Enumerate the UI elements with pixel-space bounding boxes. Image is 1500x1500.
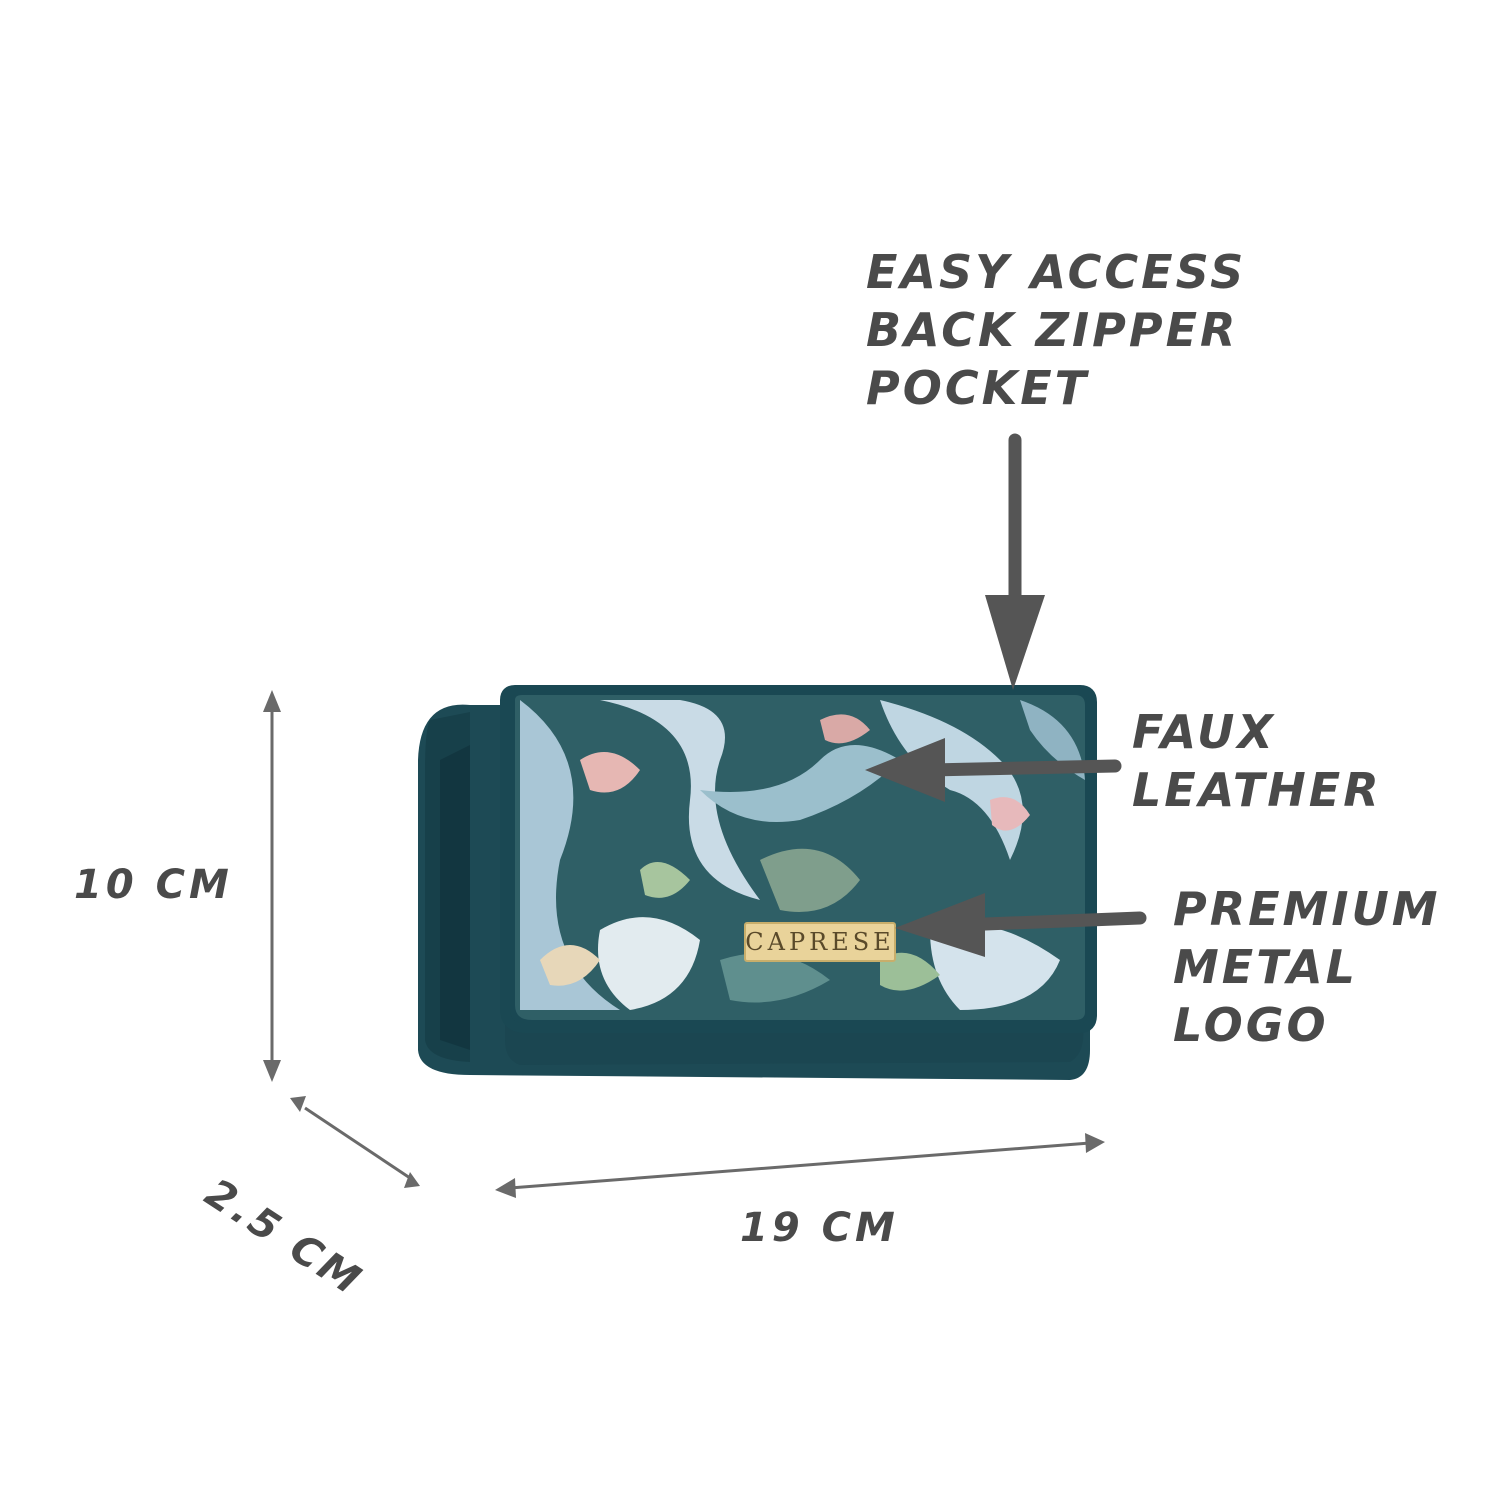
width-dimension-label: 19 CM: [740, 1205, 899, 1251]
zipper-callout-arrow: [985, 433, 1045, 690]
height-dimension-arrow: [263, 690, 281, 1082]
material-callout-arrow: [865, 738, 1122, 802]
depth-dimension-arrow: [290, 1096, 420, 1188]
wallet-side-fold: [440, 745, 470, 1050]
floral-fabric: [515, 695, 1085, 1020]
brand-logo-text: CAPRESE: [745, 928, 894, 956]
height-dimension-label: 10 CM: [74, 862, 233, 908]
logo-callout-arrow: [895, 893, 1147, 957]
width-dimension-arrow: [495, 1133, 1105, 1198]
logo-callout-label: PREMIUM METAL LOGO: [1173, 882, 1441, 1052]
material-callout-label: FAUX LEATHER: [1132, 705, 1382, 817]
metal-logo-plate: CAPRESE: [744, 922, 896, 962]
zipper-callout-label: EASY ACCESS BACK ZIPPER POCKET: [866, 245, 1247, 415]
